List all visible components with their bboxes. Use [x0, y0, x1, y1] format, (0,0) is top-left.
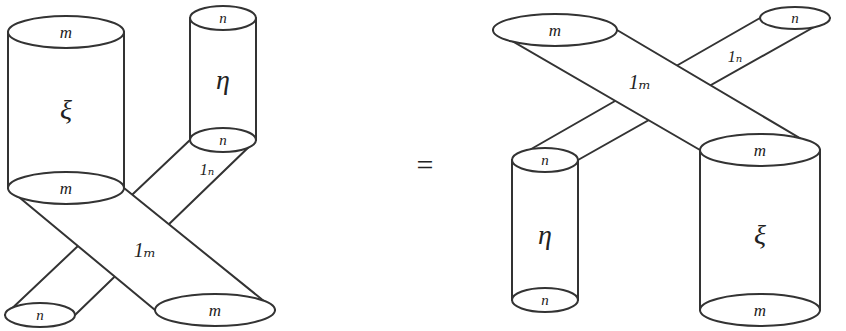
object-label: n: [541, 153, 549, 168]
morphism-label: ξ: [60, 96, 72, 124]
identity-ribbon-m: [493, 14, 820, 150]
identity-ribbon-m: [8, 188, 275, 326]
object-label: n: [541, 293, 549, 308]
morphism-label: ξ: [754, 221, 766, 249]
object-label: m: [60, 24, 72, 41]
equals-sign: =: [417, 150, 434, 180]
identity-label: 1ₘ: [134, 240, 156, 260]
object-label: m: [754, 302, 766, 319]
object-label: n: [791, 11, 799, 26]
morphism-label: η: [216, 66, 230, 94]
object-label: m: [60, 180, 72, 197]
object-label: m: [754, 142, 766, 159]
identity-label: 1ₙ: [200, 162, 214, 178]
morphism-label: η: [538, 221, 552, 249]
object-label: n: [36, 308, 44, 323]
object-label: m: [209, 302, 221, 319]
object-label: m: [549, 22, 561, 39]
identity-label: 1ₘ: [629, 72, 651, 92]
xi-cylinder: [8, 16, 124, 204]
eta-cylinder: [512, 148, 578, 312]
xi-cylinder: [700, 134, 820, 326]
eta-cylinder: [190, 6, 256, 152]
identity-label: 1ₙ: [728, 49, 742, 65]
object-label: n: [219, 133, 227, 148]
object-label: n: [219, 11, 227, 26]
